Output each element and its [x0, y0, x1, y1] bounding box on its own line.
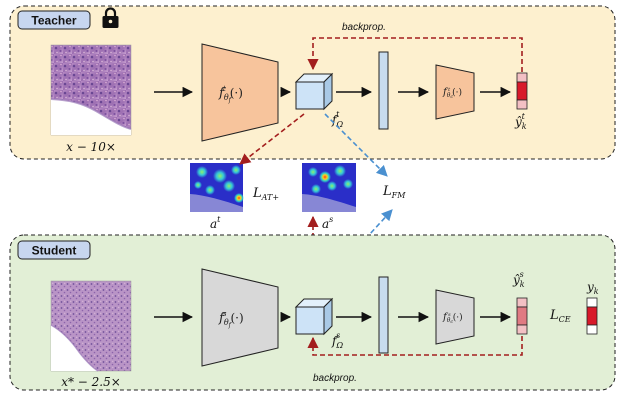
teacher-panel: Teacher x − 10× fθft(·) fΩt	[9, 5, 616, 160]
teacher-feature-cube	[294, 72, 334, 111]
student-extractor-label: fθfs(·)	[218, 310, 244, 329]
student-output-label: ŷks	[512, 270, 525, 289]
teacher-attention-label: at	[210, 215, 221, 231]
student-backprop-label: backprop.	[313, 373, 357, 384]
student-feature-label: fΩs	[331, 331, 343, 350]
ground-truth-label: yk	[586, 280, 599, 296]
student-input-caption: x* − 2.5×	[61, 375, 121, 389]
teacher-title: Teacher	[31, 14, 76, 28]
fm-loss-label: LFM	[382, 184, 406, 200]
teacher-output-vector	[516, 72, 528, 110]
ground-truth-vector	[586, 297, 598, 335]
teacher-extractor-label: fθft(·)	[218, 85, 243, 104]
lock-icon	[102, 7, 119, 28]
teacher-classifier	[435, 64, 475, 120]
student-feature-vector	[378, 276, 389, 354]
teacher-attention-arrow	[239, 113, 305, 165]
ce-loss-label: LCE	[549, 308, 571, 324]
teacher-feature-extractor	[201, 43, 279, 142]
teacher-title-badge	[17, 10, 91, 30]
teacher-backprop-label: backprop.	[342, 22, 386, 33]
student-input-image	[50, 280, 132, 372]
student-title-badge	[17, 240, 91, 260]
student-output-vector	[516, 297, 528, 335]
teacher-feature-vector	[378, 51, 389, 130]
at-loss-label: LAT+	[252, 186, 279, 202]
student-title: Student	[32, 244, 77, 258]
student-feature-cube	[294, 297, 334, 336]
teacher-backprop-arrow	[307, 37, 523, 72]
teacher-fm-arrow	[324, 113, 388, 177]
teacher-feature-label: fΩt	[331, 110, 343, 129]
teacher-input-image	[50, 44, 132, 136]
student-classifier-label: fθcs(·)	[442, 312, 463, 325]
teacher-attention-map	[190, 163, 244, 212]
teacher-output-label: ŷkt	[514, 112, 527, 131]
student-feature-extractor	[201, 268, 279, 367]
teacher-classifier-label: fθct(·)	[442, 87, 462, 100]
student-attention-map	[302, 163, 356, 212]
student-attention-label: as	[322, 215, 333, 231]
student-classifier	[435, 289, 475, 345]
teacher-input-caption: x − 10×	[66, 140, 116, 154]
student-panel: Student x* − 2.5× fθfs(·) fΩs fθcs(·)	[9, 234, 616, 391]
student-backprop-arrow	[307, 336, 523, 356]
